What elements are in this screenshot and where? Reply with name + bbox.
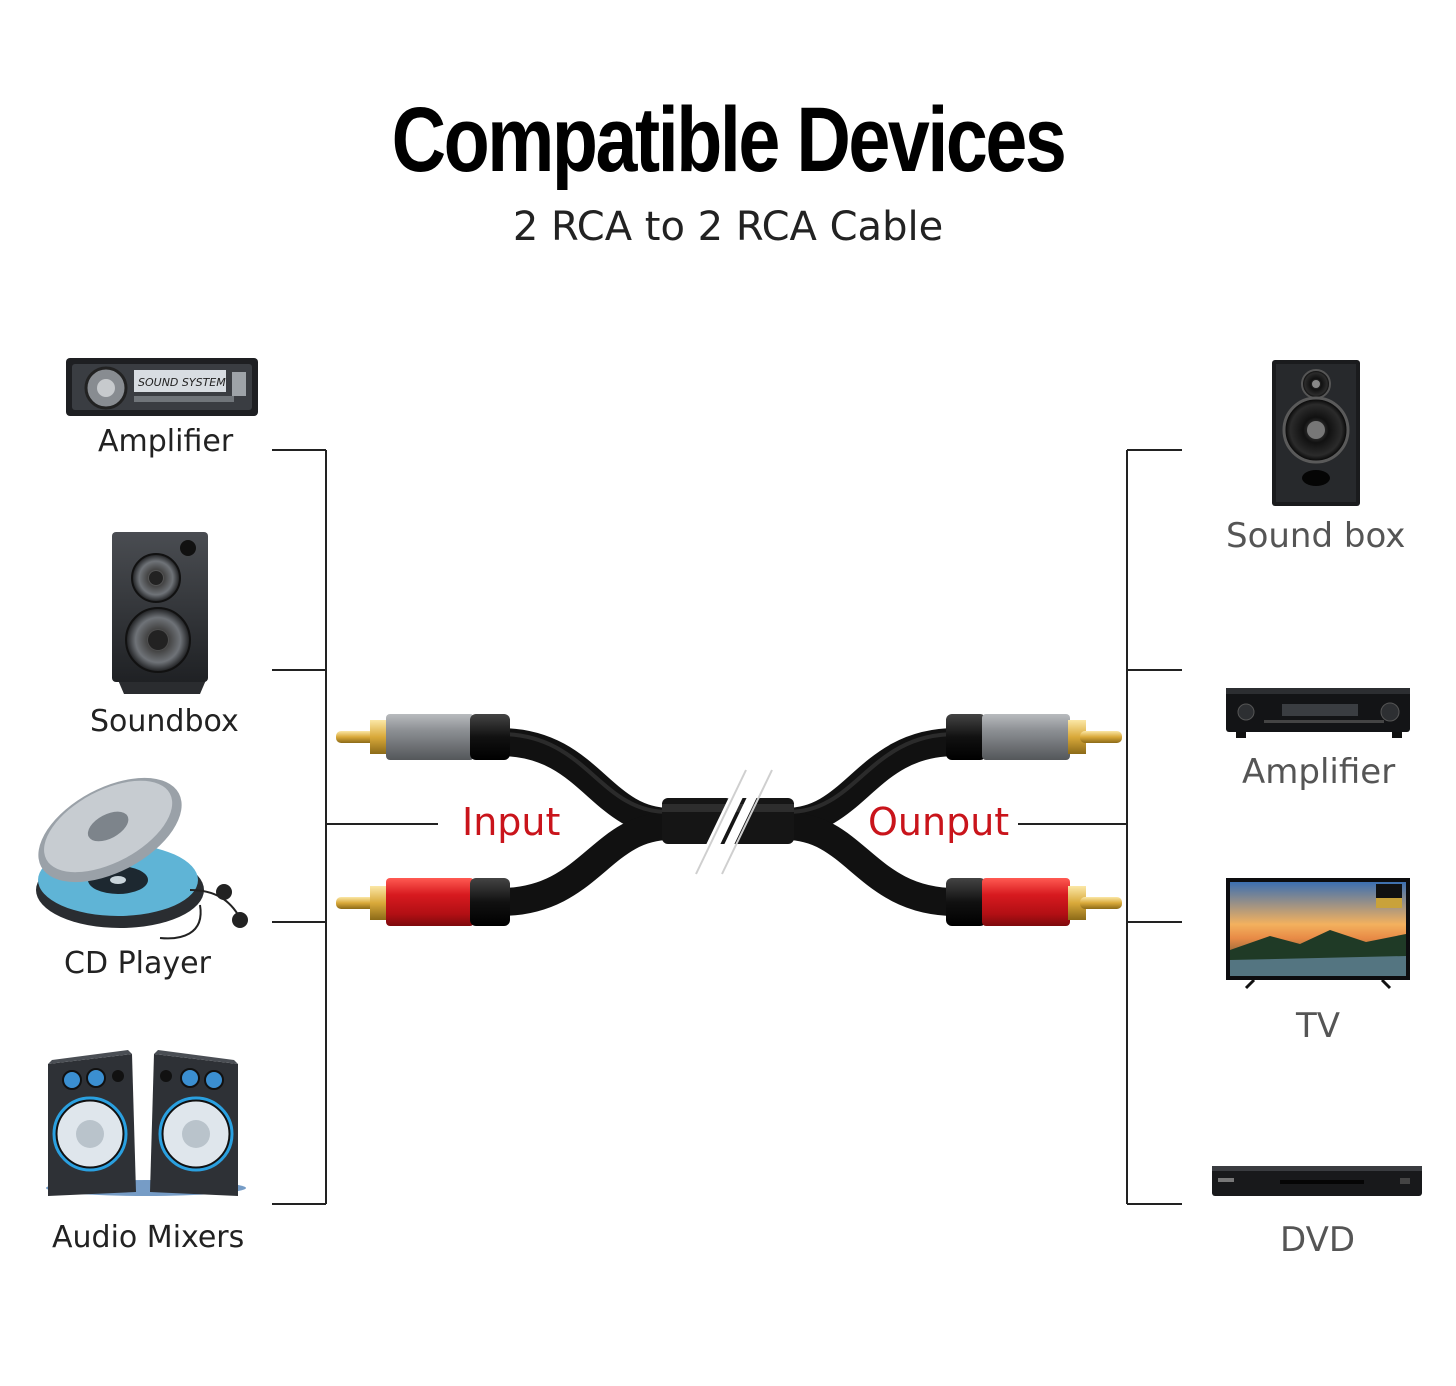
input-label: Input: [462, 800, 561, 844]
right-device-label-amplifier: Amplifier: [1242, 752, 1396, 792]
page-title: Compatible Devices: [391, 89, 1067, 191]
left-bracket: [272, 449, 438, 1205]
left-device-label-cd-player: CD Player: [64, 946, 211, 981]
left-device-label-audio-mixers: Audio Mixers: [52, 1220, 245, 1255]
left-white-plug: [336, 714, 510, 760]
right-device-label-tv: TV: [1296, 1006, 1341, 1046]
left-red-plug: [336, 878, 510, 926]
right-red-plug: [946, 878, 1122, 926]
tv-icon: [1226, 878, 1410, 990]
right-white-plug: [946, 714, 1122, 760]
rca-cable: [486, 728, 970, 916]
right-device-label-sound-box: Sound box: [1226, 516, 1406, 556]
page-subtitle: 2 RCA to 2 RCA Cable: [512, 204, 944, 250]
pc-speakers-icon: [46, 1050, 246, 1196]
dvd-player-icon: [1212, 1166, 1422, 1196]
right-device-label-dvd: DVD: [1280, 1220, 1356, 1260]
cd-player-icon: [36, 777, 248, 940]
car-stereo-icon: SOUND SYSTEM: [66, 358, 258, 416]
bookshelf-speaker-icon: [1272, 360, 1360, 506]
left-device-label-amplifier: Amplifier: [98, 424, 234, 459]
output-label: Ounput: [868, 800, 1010, 844]
left-device-label-soundbox: Soundbox: [90, 704, 239, 739]
svg-text:SOUND SYSTEM: SOUND SYSTEM: [138, 376, 226, 389]
right-bracket: [1018, 449, 1182, 1205]
av-receiver-icon: [1226, 688, 1410, 738]
speaker-icon: [112, 532, 208, 694]
